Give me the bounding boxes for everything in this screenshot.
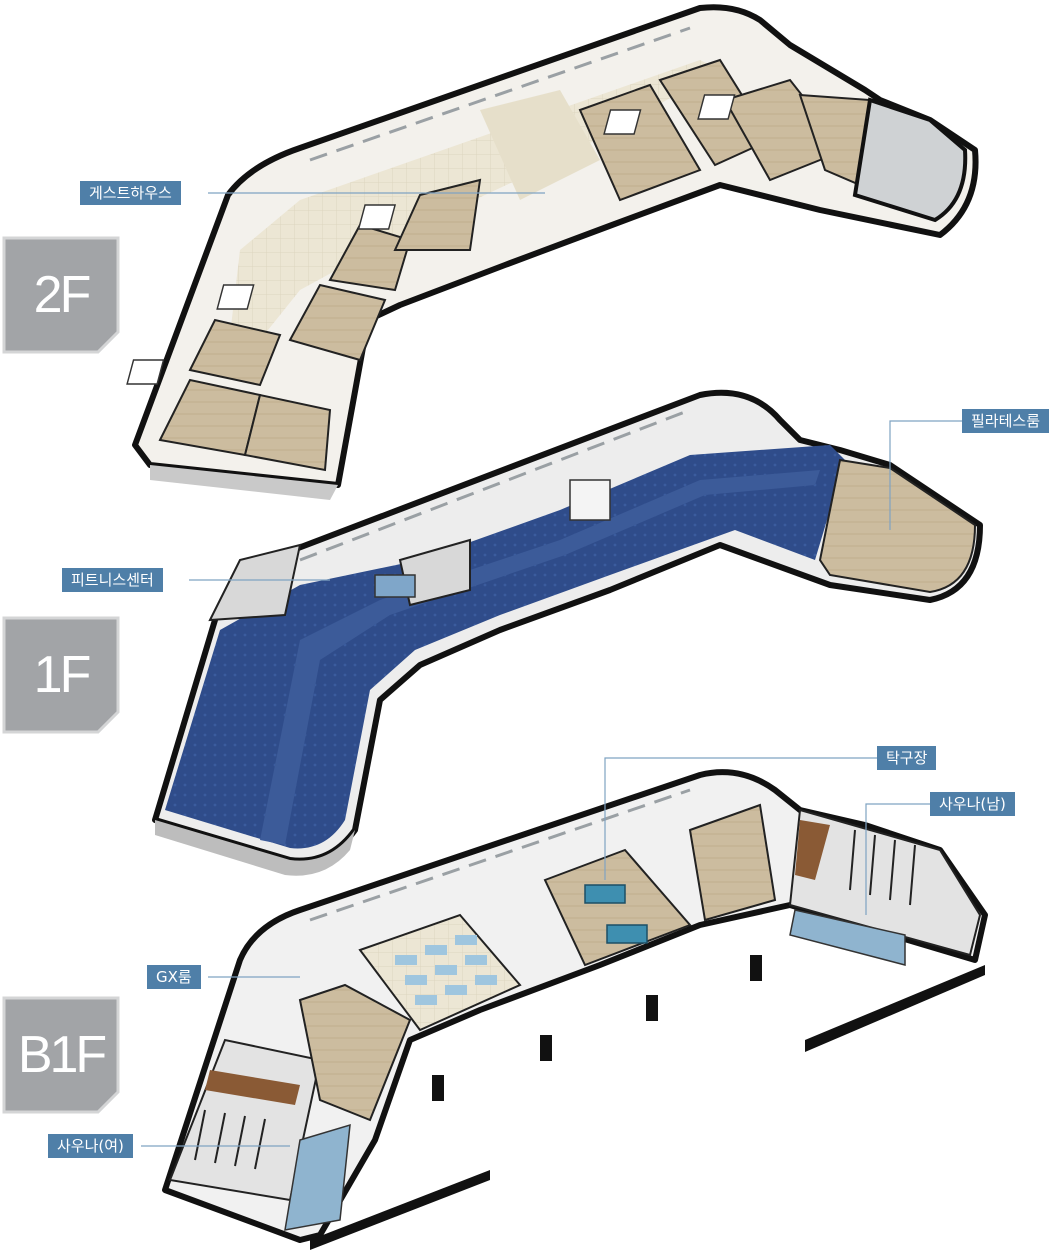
callout-sauna-men: 사우나(남)	[930, 792, 1015, 816]
floor-2f-bath	[126, 359, 165, 385]
leader-sauna-men	[865, 803, 930, 915]
floor-badge-1f: 1F	[2, 616, 120, 734]
floor-1f-pilates-room	[818, 458, 977, 594]
floor-b1f-ping-pong-table	[606, 924, 648, 944]
floor-1f-windows	[299, 408, 691, 562]
floor-label-2f: 2F	[33, 266, 92, 324]
callout-table-tennis: 탁구장	[877, 746, 937, 770]
floor-1f-water-tank	[374, 574, 416, 598]
callout-pilates: 필라테스룸	[962, 409, 1050, 433]
callout-guesthouse: 게스트하우스	[80, 181, 181, 205]
floor-2f-lobby	[480, 90, 600, 200]
leader-pilates	[889, 420, 962, 530]
badge-shape	[2, 616, 120, 734]
floor-b1f-sauna-men-pool	[789, 909, 906, 966]
badge-shape	[2, 236, 120, 354]
floor-b1f-sauna-men	[788, 808, 982, 957]
floor-b1f-ping-pong-table	[584, 884, 626, 904]
callout-leader-lines	[141, 192, 962, 1147]
floor-1f-service	[208, 543, 302, 622]
floor-b1f-gx-mats	[395, 935, 497, 1005]
floor-b1f-corridor	[298, 983, 412, 1122]
floor-label-1f: 1F	[33, 646, 92, 704]
callout-gx: GX룸	[147, 965, 201, 989]
floor-b1f-plan	[162, 769, 988, 1250]
floor-b1f-windows	[309, 788, 691, 922]
floor-b1f-shower-stalls	[194, 829, 916, 1170]
floor-b1f-retaining-wall	[310, 1170, 490, 1250]
floor-b1f-pillar	[750, 955, 762, 981]
floor-2f-terrace	[852, 97, 968, 223]
floor-2f-windows	[309, 26, 691, 162]
floor-b1f-pillar	[540, 1035, 552, 1061]
floor-1f-gym-carpet	[165, 445, 845, 849]
floor-2f-room	[288, 283, 387, 362]
floor-b1f-corridor	[688, 803, 777, 922]
badge-shape	[2, 996, 120, 1114]
floor-badge-b1f: B1F	[2, 996, 120, 1114]
floor-2f-room	[393, 178, 482, 251]
leader-table-tennis	[604, 757, 877, 880]
floor-label-b1f: B1F	[17, 1026, 107, 1084]
floor-b1f-outer-wall	[162, 769, 988, 1243]
floor-b1f-table-tennis-room	[543, 848, 692, 967]
floor-2f-room	[243, 393, 332, 472]
floor-2f-bath	[216, 284, 255, 310]
floor-b1f-sauna-women-pool	[284, 1123, 351, 1231]
floor-b1f-pillar	[432, 1075, 444, 1101]
floor-b1f-retaining-wall	[805, 965, 985, 1052]
floor-1f-counter	[569, 479, 611, 521]
callout-sauna-women: 사우나(여)	[48, 1134, 133, 1158]
floor-2f-wall-face	[150, 465, 338, 500]
floor-2f-room	[188, 318, 282, 387]
floor-2f-bath	[603, 109, 642, 135]
floor-2f-plan	[126, 4, 979, 500]
floor-2f-bath	[697, 94, 736, 120]
floor-badge-2f: 2F	[2, 236, 120, 354]
floor-1f-plan	[152, 389, 983, 876]
floor-b1f-pillar	[646, 995, 658, 1021]
callout-fitness: 피트니스센터	[62, 568, 163, 592]
floor-2f-bath	[357, 204, 397, 230]
floor-b1f-sauna-women-bench	[205, 1070, 300, 1105]
floor-1f-wall-face	[155, 820, 355, 876]
floor-b1f-sauna-men-bench	[795, 820, 830, 880]
